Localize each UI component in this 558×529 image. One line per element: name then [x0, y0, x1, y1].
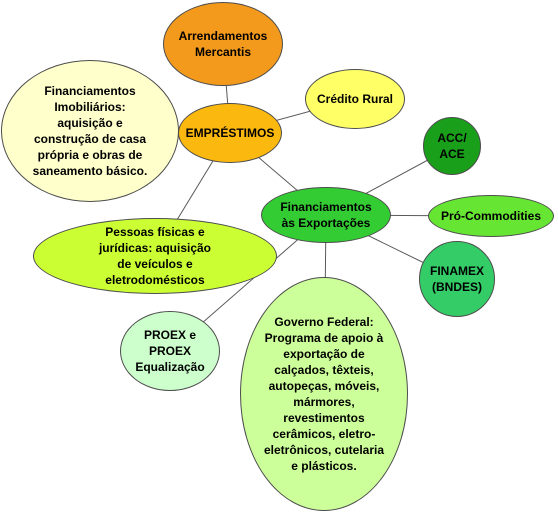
- node-finamex-bndes: FINAMEX (BNDES): [419, 241, 495, 317]
- node-arrendamentos-mercantis: Arrendamentos Mercantis: [163, 2, 283, 86]
- node-pessoas-fisicas-juridicas: Pessoas físicas e jurídicas: aquisição d…: [33, 218, 277, 294]
- node-emprestimos: EMPRÉSTIMOS: [178, 103, 282, 163]
- node-acc-ace: ACC/ ACE: [423, 117, 481, 175]
- node-financiamentos-imobiliarios: Financiamentos Imobiliários: aquisição e…: [1, 60, 179, 202]
- node-governo-federal: Governo Federal: Programa de apoio à exp…: [240, 277, 408, 511]
- node-financiamentos-exportacoes: Financiamentos às Exportações: [261, 187, 391, 243]
- node-credito-rural: Crédito Rural: [305, 69, 405, 129]
- node-pro-commodities: Pró-Commodities: [428, 195, 554, 237]
- node-proex: PROEX e PROEX Equalização: [120, 311, 220, 391]
